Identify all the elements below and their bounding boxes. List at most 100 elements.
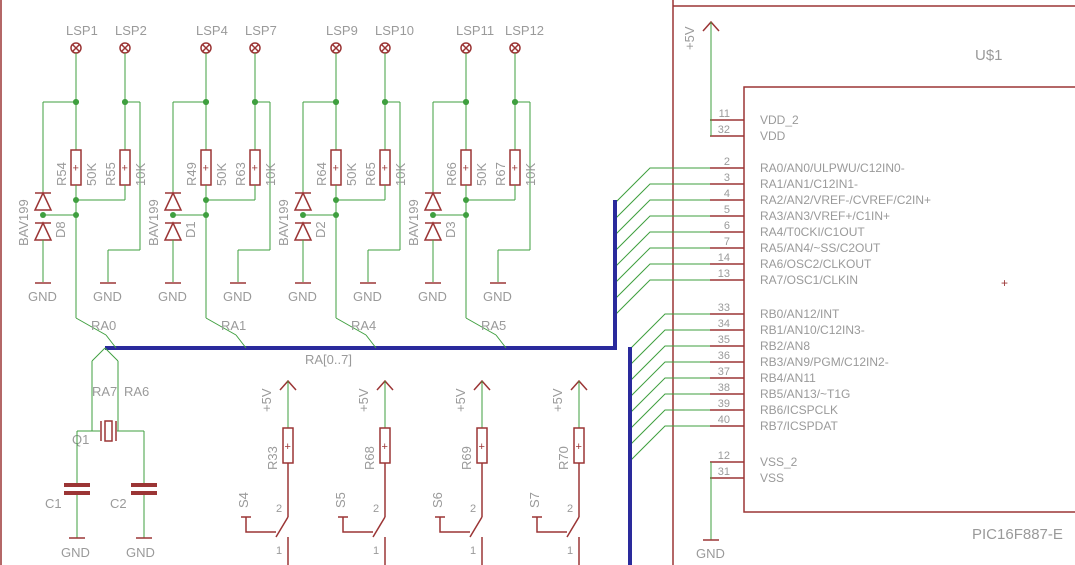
pin-name: RA0/AN0/ULPWU/C12IN0- [760, 161, 905, 175]
diode-name: D2 [313, 221, 328, 238]
diode-type: BAV199 [276, 199, 291, 246]
pin-wire [629, 425, 710, 462]
pin-name: RB1/AN10/C12IN3- [760, 323, 865, 337]
switch-pin-bottom: 1 [470, 545, 476, 557]
gnd-label: GND [418, 289, 447, 304]
chip-pin: 14 RA6/OSC2/CLKOUT [614, 252, 872, 300]
switch-pin-top: 2 [276, 503, 282, 515]
pushbutton-icon [241, 516, 276, 533]
lamp-label: LSP10 [375, 23, 414, 38]
vcc-label: +5V [356, 388, 371, 412]
junction-dot [300, 212, 306, 218]
junction-dot [170, 212, 176, 218]
chip-body [743, 86, 1075, 513]
resistor-b-name: R65 [363, 162, 378, 186]
pin-name: RB4/AN11 [760, 371, 816, 385]
pin-name: RA5/AN4/~SS/C2OUT [760, 241, 881, 255]
pin-number: 38 [718, 382, 730, 394]
resistor-mark: + [122, 163, 128, 175]
crystal-oscillator: RA7 RA6 Q1 C1 GND C2 GND [45, 347, 157, 560]
resistor-a-name: R66 [444, 162, 459, 186]
wire [105, 334, 117, 349]
pin-number: 11 [719, 108, 730, 120]
pushbutton-section: +5V+R33S421+5V+R68S521+5V+R69S621+5V+R70… [236, 379, 588, 565]
lamp-cross [380, 43, 390, 53]
pin-wire [614, 167, 710, 204]
switch-pin-bottom: 1 [276, 545, 282, 557]
net-label: RA4 [351, 318, 376, 333]
bus-lines: RA[0..7] [105, 200, 632, 565]
diode-name: D3 [443, 221, 458, 238]
wire [75, 317, 107, 336]
resistor-mark: + [73, 163, 79, 175]
pin-name: RB3/AN9/PGM/C12IN2- [760, 355, 889, 369]
switch-lever [469, 516, 483, 538]
lamp-cross [120, 43, 130, 53]
lamp-label: LSP11 [456, 23, 494, 38]
lamp-cross [510, 43, 520, 53]
crystal-name: Q1 [72, 432, 89, 447]
resistor-b-value: 10K [263, 163, 278, 186]
pin-wire [629, 345, 710, 382]
pin-wire [614, 263, 710, 300]
resistor-mark: + [333, 163, 339, 175]
lamp-label: LSP4 [196, 23, 228, 38]
pin-number: 13 [718, 268, 730, 280]
diode-icon [423, 221, 443, 241]
junction-dot [122, 99, 128, 105]
gnd-label: GND [28, 289, 57, 304]
pin-number: 3 [724, 172, 730, 184]
resistor-a-name: R49 [184, 162, 199, 186]
pin-name: RB7/ICSPDAT [760, 419, 838, 433]
pin-name: RA6/OSC2/CLKOUT [760, 257, 872, 271]
crystal-icon [104, 420, 113, 442]
wire [365, 334, 377, 349]
pin-number: 31 [718, 466, 730, 478]
pin-name: RB5/AN13/~T1G [760, 387, 850, 401]
lamp-cross [201, 43, 211, 53]
crystal-net-b: RA6 [124, 384, 149, 399]
lamp-cross [461, 43, 471, 53]
wire [495, 334, 507, 349]
chip-power-supply: +5V GND [682, 20, 725, 561]
resistor-a-value: 50K [474, 163, 489, 186]
junction-dot [333, 212, 339, 218]
pin-number: 14 [718, 252, 730, 264]
gnd-label: GND [93, 289, 122, 304]
resistor-mark: + [576, 441, 582, 453]
junction-dot [430, 212, 436, 218]
junction-dot [203, 197, 209, 203]
junction-dot [382, 99, 388, 105]
pin-name: VDD [760, 129, 786, 143]
junction-dot [333, 99, 339, 105]
pin-number: 39 [718, 398, 730, 410]
junction-dot [73, 99, 79, 105]
chip-part: PIC16F887-E [972, 526, 1063, 543]
diode-type: BAV199 [16, 199, 31, 246]
wire [465, 317, 497, 336]
diode-name: D8 [53, 221, 68, 238]
diode-icon [33, 221, 53, 241]
switch-lever [372, 516, 386, 538]
pin-wire [629, 393, 710, 430]
switch-pin-bottom: 1 [373, 545, 379, 557]
junction-dot [73, 212, 79, 218]
gnd-label: GND [288, 289, 317, 304]
junction-dot [512, 99, 518, 105]
resistor-mark: + [463, 163, 469, 175]
diode-type: BAV199 [406, 199, 421, 246]
gnd-label: GND [158, 289, 187, 304]
junction-dot [40, 212, 46, 218]
lamp-cross [250, 43, 260, 53]
